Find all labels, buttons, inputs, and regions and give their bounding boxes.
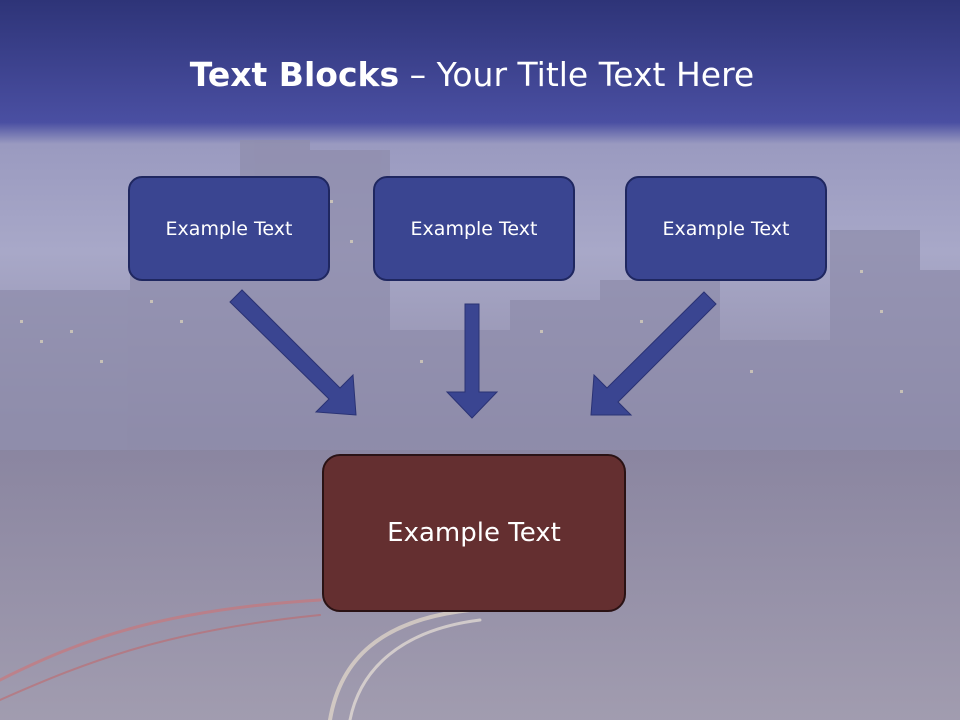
text-block-right[interactable]: Example Text bbox=[625, 176, 827, 281]
title-rest: Your Title Text Here bbox=[436, 55, 755, 94]
title-bold: Text Blocks bbox=[189, 55, 400, 94]
text-block-bottom[interactable]: Example Text bbox=[322, 454, 626, 612]
title-separator: – bbox=[399, 55, 437, 94]
text-block-center[interactable]: Example Text bbox=[373, 176, 575, 281]
slide-title: Text Blocks – Your Title Text Here bbox=[0, 52, 944, 98]
text-block-left[interactable]: Example Text bbox=[128, 176, 330, 281]
